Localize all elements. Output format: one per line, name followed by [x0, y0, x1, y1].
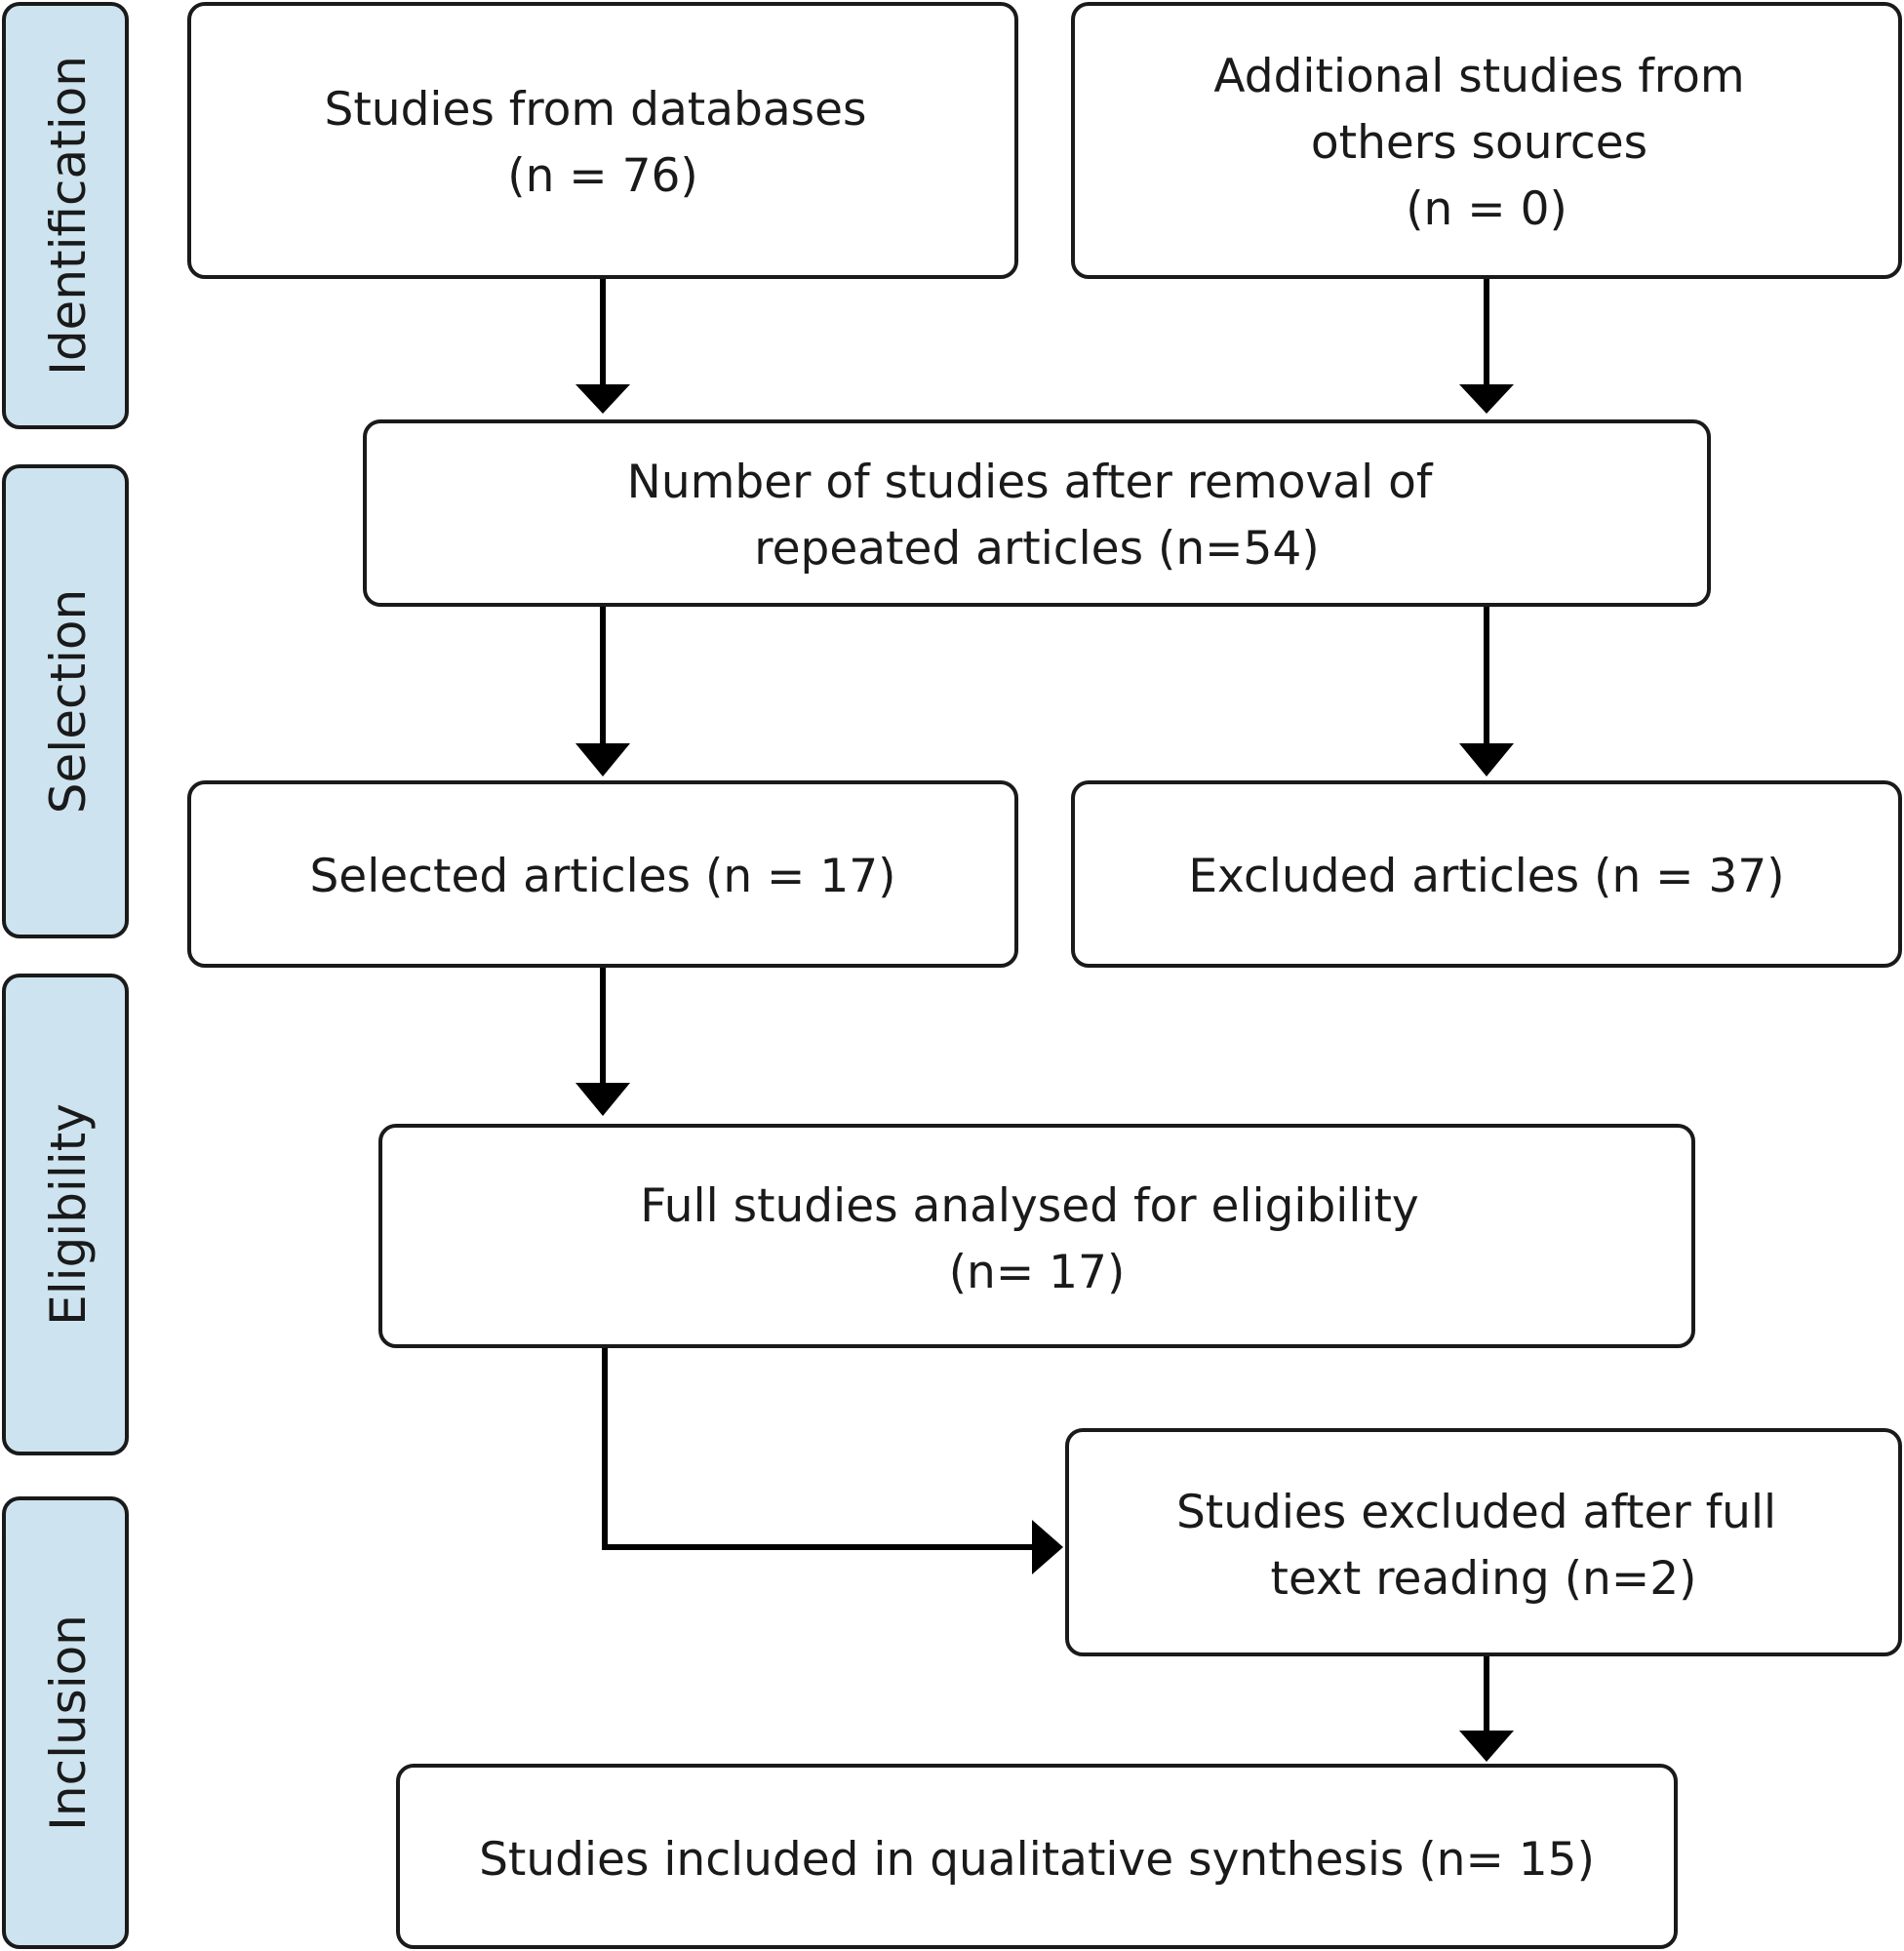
arrowhead-other-sources-to-after-removal	[1459, 384, 1514, 414]
box-after-removal: Number of studies after removal of repea…	[363, 419, 1711, 607]
box-excluded-frame	[1071, 780, 1902, 968]
box-excluded-full-text-text: Studies excluded after full text reading…	[1176, 1486, 1791, 1606]
stage-selection-label: Selection	[40, 589, 97, 814]
box-other-sources: Additional studies from others sources (…	[1071, 2, 1902, 279]
box-after-removal-line-1: Number of studies after removal of	[627, 456, 1434, 509]
stage-eligibility-label: Eligibility	[40, 1103, 97, 1326]
box-selected-line-1: Selected articles (n = 17)	[309, 850, 895, 903]
box-other-sources-text: Additional studies from others sources (…	[1213, 50, 1759, 236]
box-after-removal-text: Number of studies after removal of repea…	[627, 456, 1448, 576]
box-excluded-line-1: Excluded articles (n = 37)	[1188, 850, 1784, 903]
box-full-studies-frame	[378, 1124, 1695, 1348]
box-full-studies-text: Full studies analysed for eligibility (n…	[640, 1179, 1433, 1299]
arrowhead-after-removal-to-excluded	[1459, 743, 1514, 776]
box-included-frame	[396, 1764, 1678, 1949]
connector-full-studies-to-excluded-full-text	[602, 1346, 1036, 1550]
stage-inclusion-label: Inclusion	[40, 1614, 97, 1831]
box-excluded: Excluded articles (n = 37)	[1071, 780, 1902, 968]
box-included-text: Studies included in qualitative synthesi…	[479, 1833, 1595, 1887]
box-after-removal-frame	[363, 419, 1711, 607]
box-excluded-full-text-line-1: Studies excluded after full	[1176, 1486, 1776, 1539]
stage-inclusion-bar	[2, 1496, 129, 1949]
box-databases-frame	[187, 2, 1018, 279]
box-excluded-full-text: Studies excluded after full text reading…	[1065, 1428, 1902, 1656]
box-full-studies: Full studies analysed for eligibility (n…	[378, 1124, 1695, 1348]
arrowhead-selected-to-full-studies	[575, 1083, 630, 1116]
box-full-studies-line-1: Full studies analysed for eligibility	[640, 1179, 1418, 1233]
stage-eligibility-bar	[2, 974, 129, 1455]
box-selected: Selected articles (n = 17)	[187, 780, 1018, 968]
box-full-studies-line-2: (n= 17)	[949, 1246, 1126, 1299]
box-other-sources-line-2: others sources	[1311, 116, 1647, 170]
box-after-removal-line-2: repeated articles (n=54)	[754, 522, 1319, 576]
arrowhead-after-removal-to-selected	[575, 743, 630, 776]
stage-inclusion: Inclusion	[2, 1496, 129, 1949]
box-excluded-text: Excluded articles (n = 37)	[1188, 850, 1784, 903]
box-other-sources-line-1: Additional studies from	[1213, 50, 1744, 103]
box-databases-line-1: Studies from databases	[325, 83, 867, 137]
box-included-line-1: Studies included in qualitative synthesi…	[479, 1833, 1595, 1887]
box-excluded-full-text-line-2: text reading (n=2)	[1271, 1552, 1697, 1606]
arrowhead-databases-to-after-removal	[575, 384, 630, 414]
stage-identification-bar	[2, 2, 129, 429]
stage-eligibility: Eligibility	[2, 974, 129, 1455]
box-included: Studies included in qualitative synthesi…	[396, 1764, 1678, 1949]
box-excluded-full-text-frame	[1065, 1428, 1902, 1656]
stage-identification: Identification	[2, 2, 129, 429]
box-databases-text: Studies from databases (n = 76)	[325, 83, 882, 203]
arrowhead-excluded-full-text-to-included	[1459, 1731, 1514, 1762]
box-databases-line-2: (n = 76)	[507, 149, 698, 203]
box-selected-frame	[187, 780, 1018, 968]
stage-selection: Selection	[2, 464, 129, 938]
arrowhead-full-studies-to-excluded-full-text	[1032, 1520, 1063, 1574]
box-other-sources-line-3: (n = 0)	[1406, 182, 1567, 236]
stage-identification-label: Identification	[40, 56, 97, 376]
box-other-sources-frame	[1071, 2, 1902, 279]
box-databases: Studies from databases (n = 76)	[187, 2, 1018, 279]
connectors	[575, 277, 1514, 1762]
box-selected-text: Selected articles (n = 17)	[309, 850, 895, 903]
stage-selection-bar	[2, 464, 129, 938]
